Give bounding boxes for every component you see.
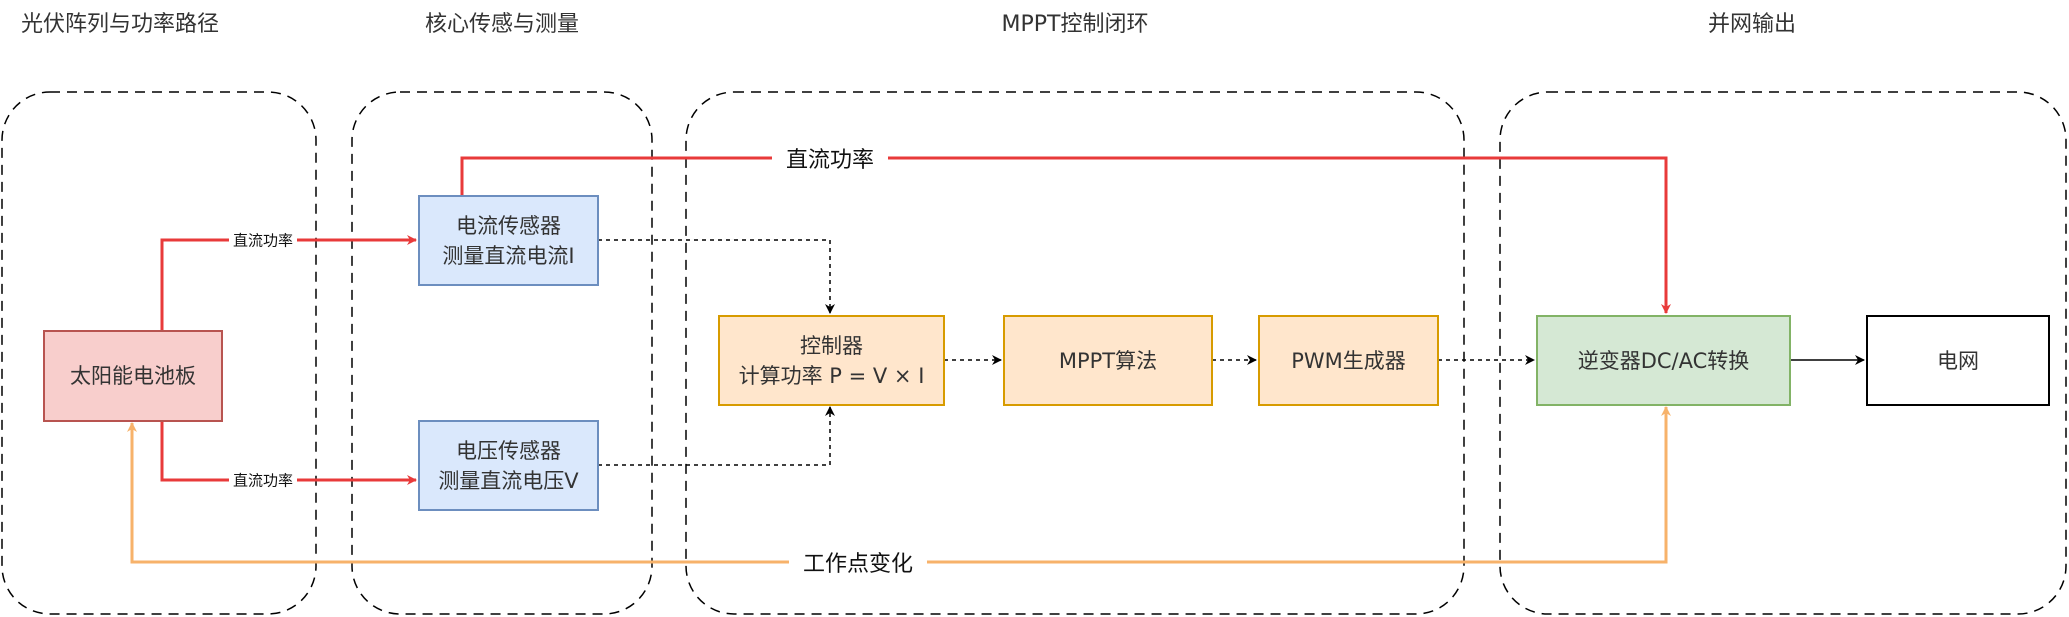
group-container-pv-array — [1, 91, 317, 615]
edge-label-panel-to-current: 直流功率 — [228, 229, 298, 251]
node-pwm-generator[interactable]: PWM生成器 — [1258, 315, 1439, 406]
edge-label-panel-to-voltage: 直流功率 — [228, 469, 298, 491]
edge-label-operating-point: 工作点变化 — [788, 546, 928, 578]
node-controller[interactable]: 控制器 计算功率 P = V × I — [718, 315, 945, 406]
group-container-mppt-loop — [685, 91, 1465, 615]
node-grid[interactable]: 电网 — [1866, 315, 2050, 406]
edge-voltage-to-controller — [598, 406, 835, 466]
group-title-grid-output: 并网输出 — [1707, 12, 1797, 37]
node-solar-panel[interactable]: 太阳能电池板 — [43, 330, 223, 422]
edge-feedback-to-inverter — [860, 406, 1671, 564]
group-title-sensing: 核心传感与测量 — [424, 12, 580, 37]
node-current-sensor[interactable]: 电流传感器 测量直流电流I — [418, 195, 599, 286]
group-title-mppt-loop: MPPT控制闭环 — [1001, 12, 1149, 37]
group-container-sensing — [351, 91, 653, 615]
node-inverter[interactable]: 逆变器DC/AC转换 — [1536, 315, 1791, 406]
edge-dc-power-to-inverter — [460, 156, 1671, 314]
edge-current-to-controller — [598, 239, 835, 314]
node-mppt-algorithm[interactable]: MPPT算法 — [1003, 315, 1213, 406]
edge-feedback-to-panel — [127, 422, 860, 564]
edge-panel-to-voltage-sensor — [160, 421, 417, 485]
group-container-grid-output — [1499, 91, 2067, 615]
node-voltage-sensor[interactable]: 电压传感器 测量直流电压V — [418, 420, 599, 511]
edge-panel-to-current-sensor — [160, 235, 417, 330]
group-title-pv-array: 光伏阵列与功率路径 — [20, 12, 220, 37]
edge-label-dc-power: 直流功率 — [771, 142, 889, 174]
